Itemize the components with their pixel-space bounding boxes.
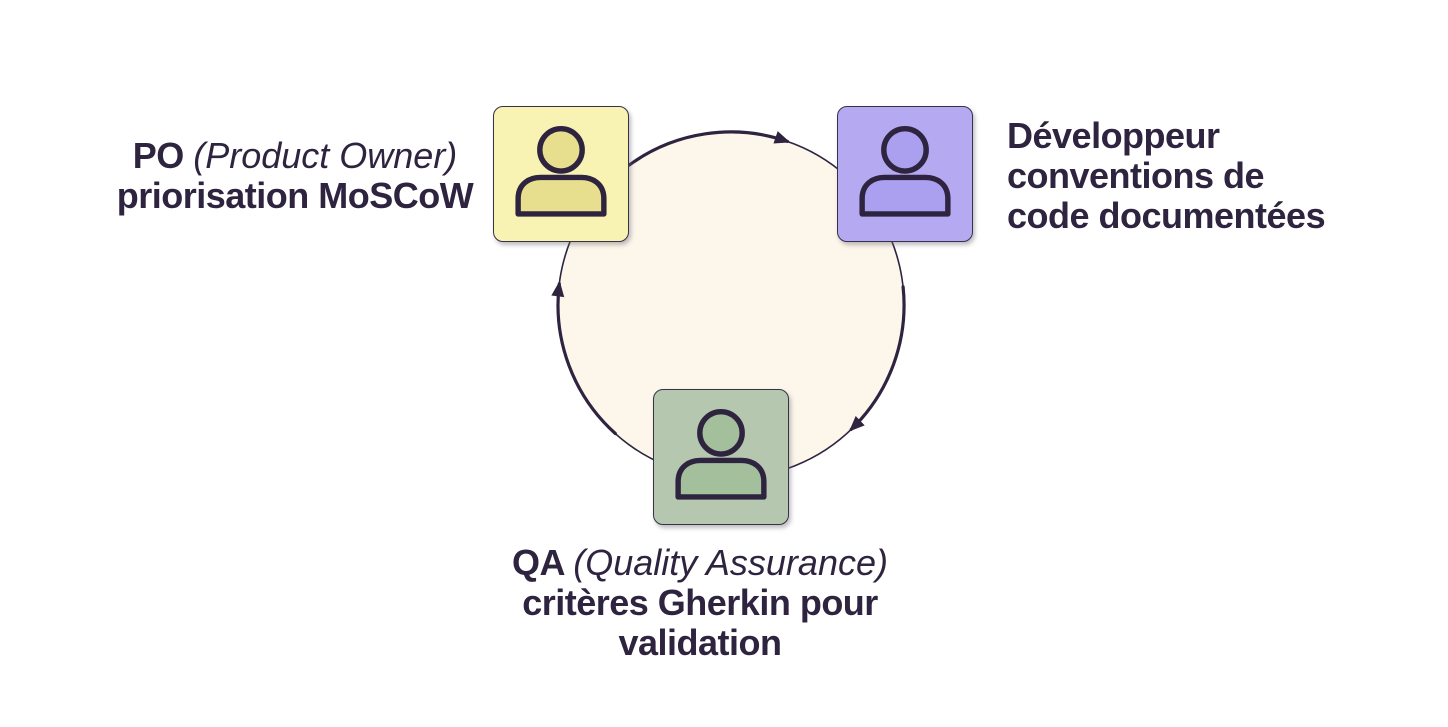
po-label: PO (Product Owner) priorisation MoSCoW bbox=[45, 136, 545, 216]
cycle-arrow-left bbox=[551, 280, 617, 436]
developer-title: Développeur bbox=[1007, 115, 1220, 156]
qa-abbr: QA bbox=[512, 542, 564, 583]
cycle-arrow-top bbox=[627, 130, 791, 167]
person-icon bbox=[859, 125, 951, 217]
po-abbr: PO bbox=[132, 135, 185, 176]
developer-label: Développeur conventions de code document… bbox=[1007, 116, 1367, 236]
qa-practice: critères Gherkin pour validation bbox=[522, 582, 878, 663]
cycle-arrow-bottom-right bbox=[849, 285, 906, 432]
role-card-po bbox=[493, 106, 629, 242]
qa-label: QA (Quality Assurance) critères Gherkin … bbox=[450, 543, 950, 663]
po-title: PO (Product Owner) bbox=[45, 136, 545, 176]
po-practice: priorisation MoSCoW bbox=[116, 175, 474, 216]
developer-practice-line2: code documentées bbox=[1007, 195, 1326, 236]
qa-title: QA (Quality Assurance) bbox=[450, 543, 950, 583]
role-card-qa bbox=[653, 389, 789, 525]
person-icon bbox=[515, 125, 607, 217]
qa-full-name: (Quality Assurance) bbox=[573, 542, 888, 583]
po-full-name: (Product Owner) bbox=[193, 135, 458, 176]
developer-practice-line1: conventions de bbox=[1007, 155, 1265, 196]
person-icon bbox=[675, 408, 767, 500]
role-card-developer bbox=[837, 106, 973, 242]
